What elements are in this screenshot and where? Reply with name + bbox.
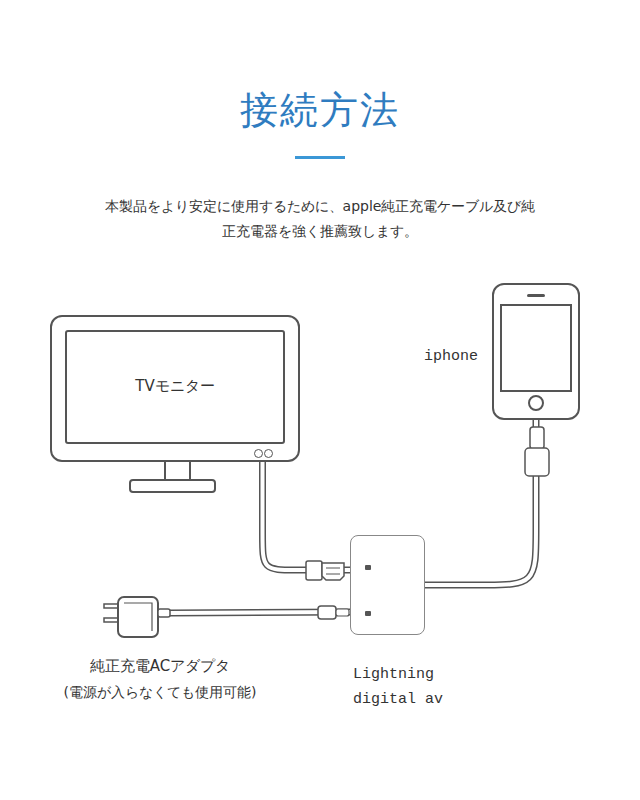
ac-adapter: 純正充電ACアダプタ(電源が入らなくても使用可能) bbox=[100, 595, 170, 640]
tv-stand-base bbox=[130, 480, 215, 492]
tv-monitor: TVモニター bbox=[50, 315, 300, 462]
title-underline bbox=[295, 156, 345, 159]
hdmi-plug-slot bbox=[326, 574, 340, 575]
lightning-plug bbox=[318, 606, 336, 619]
cable-fill bbox=[263, 462, 351, 570]
tv-button bbox=[254, 449, 263, 458]
cable-outline bbox=[263, 462, 351, 570]
page-title: 接続方法 bbox=[0, 86, 640, 134]
cable-fill bbox=[425, 420, 536, 585]
hdmi-plug-body bbox=[306, 561, 322, 580]
tv-stand-neck bbox=[165, 461, 190, 481]
cable bbox=[425, 420, 536, 585]
phone-home-button bbox=[528, 395, 544, 411]
node-label: Lightning digital av bbox=[353, 662, 449, 712]
node-label: iphone bbox=[424, 346, 478, 368]
cable bbox=[263, 462, 351, 570]
av-adapter: Lightning digital av bbox=[350, 535, 425, 635]
phone-speaker bbox=[527, 294, 545, 297]
note-text: 本製品をより安定に使用するために、apple純正充電ケーブル及び純正充電器を強く… bbox=[100, 194, 540, 244]
hdmi-plug-tip bbox=[322, 563, 344, 580]
adapter-port bbox=[365, 565, 371, 570]
phone-screen bbox=[500, 304, 572, 392]
cable-outline bbox=[425, 420, 536, 585]
lightning-plug bbox=[525, 448, 549, 476]
iphone-device: iphone bbox=[492, 283, 580, 420]
ac-plug-outline bbox=[100, 595, 170, 640]
node-label: 純正充電ACアダプタ bbox=[25, 655, 295, 677]
hdmi-plug-slot bbox=[326, 568, 340, 569]
adapter-port bbox=[365, 611, 371, 616]
note-text: (電源が入らなくても使用可能) bbox=[25, 681, 295, 703]
lightning-tip bbox=[336, 609, 349, 616]
tv-button bbox=[264, 449, 273, 458]
node-label: TVモニター bbox=[52, 375, 298, 397]
lightning-tip bbox=[530, 427, 544, 449]
